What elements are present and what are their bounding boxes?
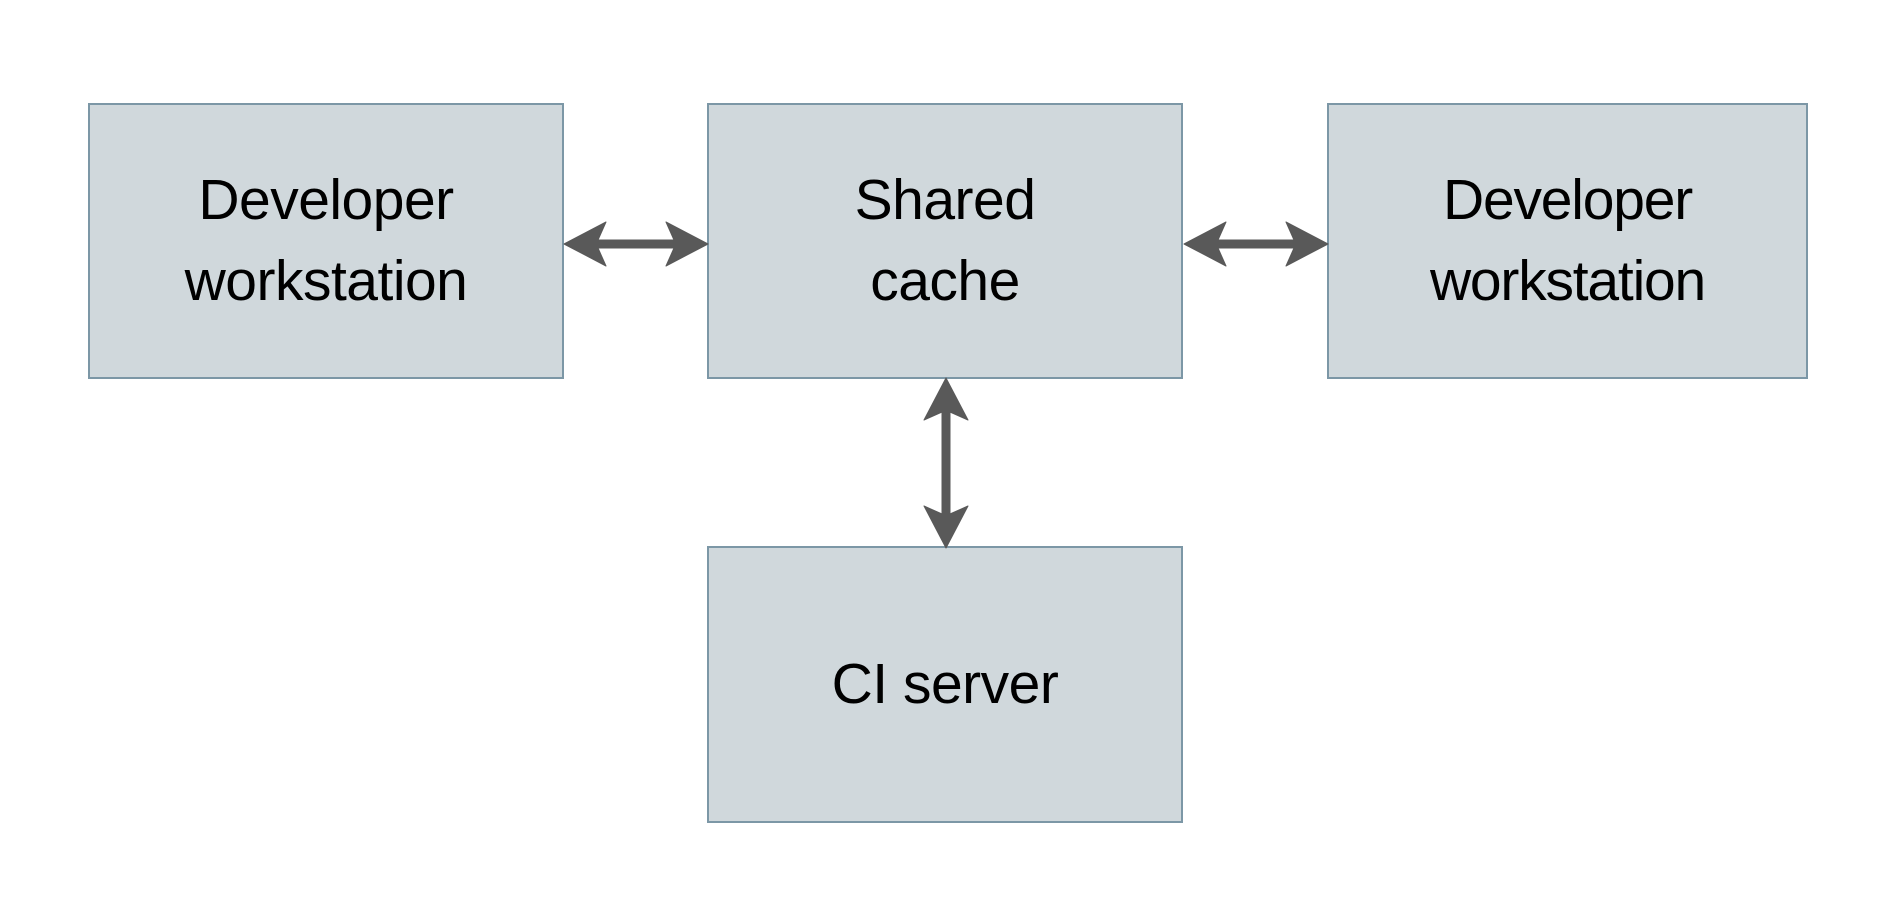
node-label: Developer workstation [1429,167,1706,314]
edge-shared-cache-to-ci-server [915,374,977,552]
node-label: CI server [831,651,1059,716]
node-label: Developer workstation [184,167,468,314]
node-label: Shared cache [854,167,1036,314]
node-shared-cache[interactable]: Shared cache [707,103,1183,379]
double-arrow-horizontal-icon [1183,221,1329,267]
node-developer-workstation-right[interactable]: Developer workstation [1327,103,1808,379]
node-ci-server[interactable]: CI server [707,546,1183,823]
double-arrow-horizontal-icon [563,221,709,267]
node-developer-workstation-left[interactable]: Developer workstation [88,103,564,379]
edge-developer-workstation-left-to-shared-cache [560,213,712,275]
edge-shared-cache-to-developer-workstation-right [1180,213,1332,275]
double-arrow-vertical-icon [923,377,969,549]
